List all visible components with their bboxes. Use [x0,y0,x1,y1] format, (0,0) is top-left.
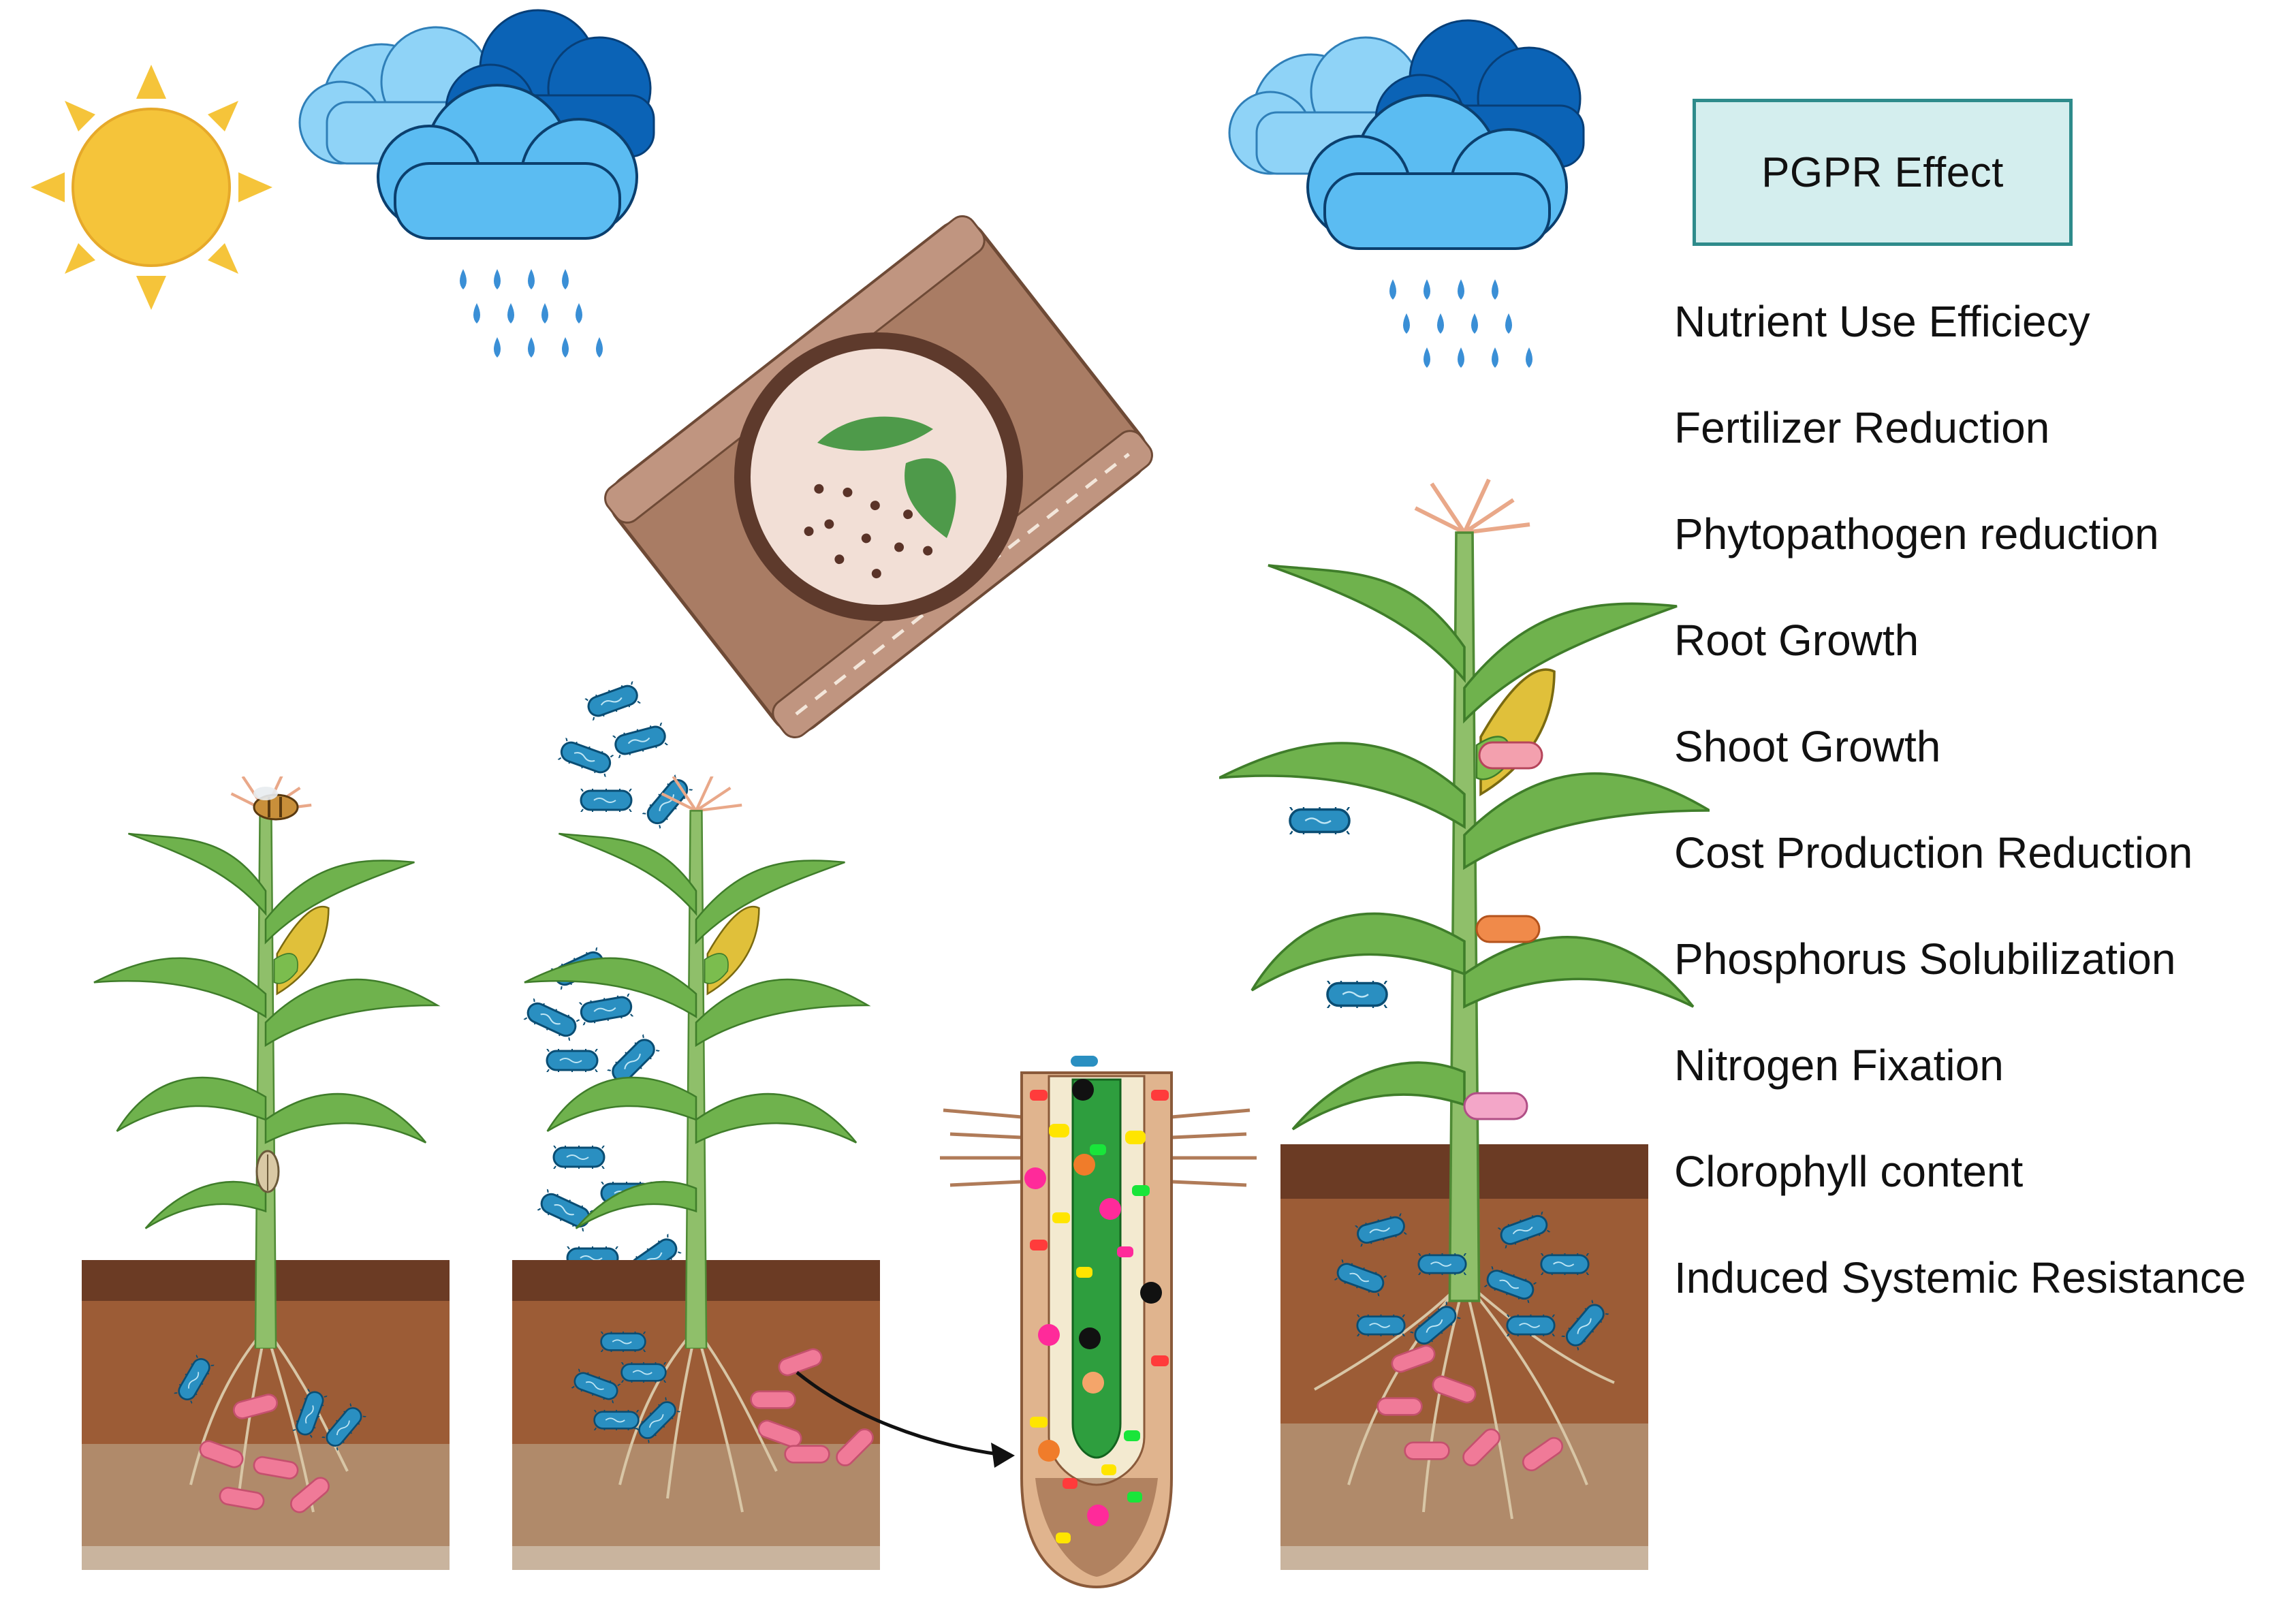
effect-item: Fertilizer Reduction [1674,403,2050,452]
legend-title: PGPR Effect [1761,148,2004,196]
legend-title-box: PGPR Effect [1693,99,2073,246]
effect-item: Induced Systemic Resistance [1674,1253,2246,1302]
leaf-icon [817,416,956,538]
inoculant-bag-icon [604,215,1153,738]
arrow-to-root-icon [796,1371,1015,1468]
rain-cloud-icon [1228,19,1585,368]
effect-item: Nutrient Use Efficiecy [1674,297,2090,346]
effect-item: Clorophyll content [1674,1147,2024,1196]
leaf-bacteria [1288,741,1543,1120]
effect-item: Root Growth [1674,616,1919,665]
rain-cloud-icon [298,9,655,358]
root-tip-section [940,1056,1257,1589]
effect-item: Phosphorus Solubilization [1674,934,2176,984]
roots [189,1279,1615,1520]
effects-list: Nutrient Use Efficiecy Fertilizer Reduct… [1674,300,2246,1362]
effect-item: Nitrogen Fixation [1674,1041,2004,1090]
beetle-icon [255,1150,280,1193]
effect-item: Cost Production Reduction [1674,828,2193,877]
effect-item: Phytopathogen reduction [1674,509,2159,559]
bee-icon [253,787,299,821]
sun-icon [31,65,272,310]
effect-item: Shoot Growth [1674,722,1941,771]
